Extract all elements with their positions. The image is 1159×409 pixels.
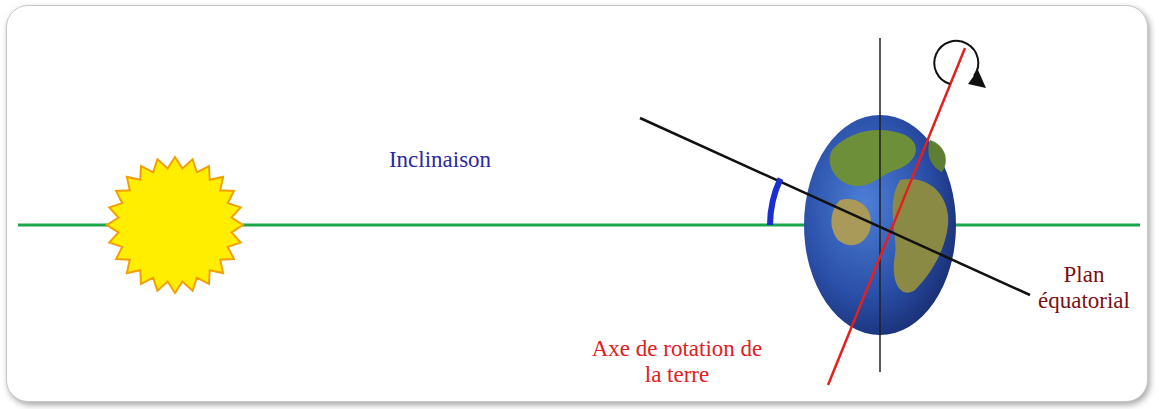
rotation-arrow [934,41,978,84]
rotation-axis-label: Axe de rotation de la terre [588,336,766,389]
inclination-arc [770,179,781,225]
rotation-arrowhead [968,70,986,88]
continent [928,140,945,172]
equatorial-plane-line [640,118,1030,295]
sun [107,157,243,293]
continent [831,199,871,245]
rotation-axis [828,48,965,385]
vertical-line [879,38,881,372]
equatorial-plane-label: Plan équatorial [1028,262,1140,315]
inclination-label: Inclinaison [355,147,525,173]
continent [830,130,916,186]
